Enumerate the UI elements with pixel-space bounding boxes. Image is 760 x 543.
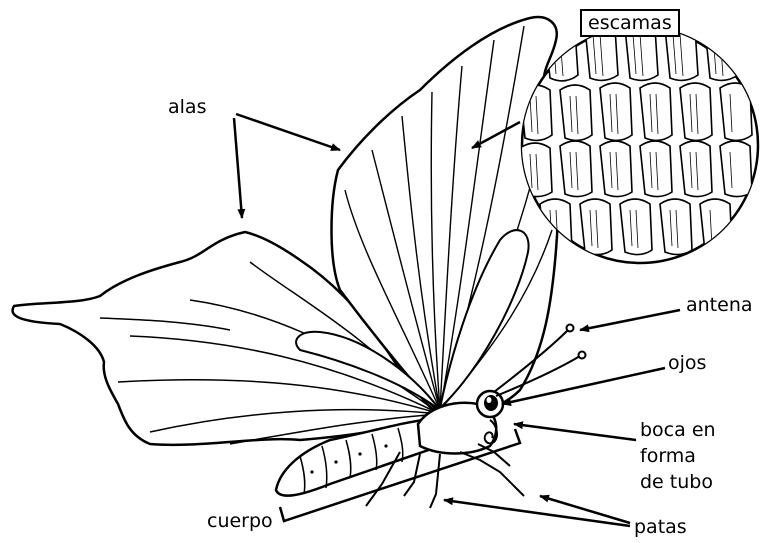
label-boca-line1: boca en (640, 419, 716, 441)
label-boca-line3: de tubo (640, 471, 713, 493)
arrow-alas-forewing (236, 114, 340, 150)
label-alas: alas (168, 96, 206, 118)
label-boca-line2: forma (640, 445, 696, 467)
label-escamas: escamas (580, 9, 680, 37)
arrow-antena (580, 310, 680, 330)
label-antena: antena (686, 294, 753, 316)
arrow-boca (514, 424, 636, 440)
arrow-patas-2 (444, 500, 630, 526)
eye (484, 395, 498, 411)
arrow-alas-hindwing (234, 118, 242, 218)
label-patas: patas (634, 516, 687, 538)
label-ojos: ojos (668, 352, 706, 374)
label-cuerpo: cuerpo (207, 510, 273, 532)
